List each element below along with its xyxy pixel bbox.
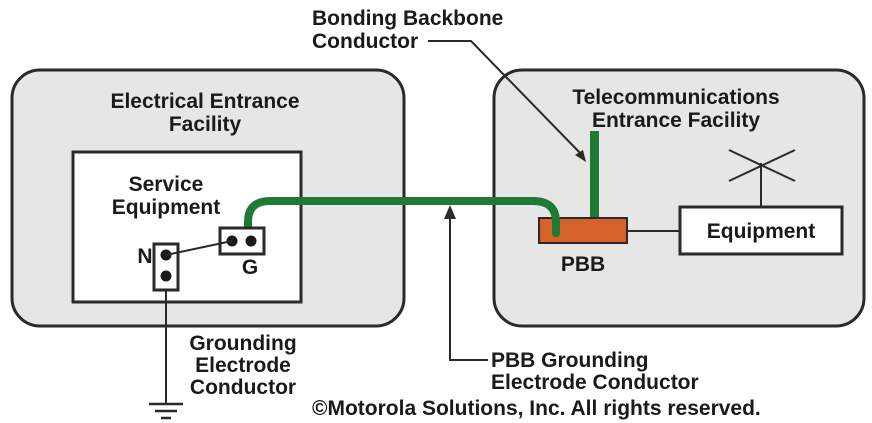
- bonding-backbone-label-line1: Bonding Backbone: [312, 7, 503, 30]
- bonding-backbone-label-line2: Conductor: [312, 30, 418, 53]
- electrical-facility-title-line2: Facility: [169, 113, 242, 136]
- pbb-grounding-label-line2: Electrode Conductor: [491, 371, 699, 394]
- pbb-label: PBB: [561, 253, 605, 276]
- service-equipment-title-line1: Service: [129, 173, 204, 196]
- pbb-grounding-label-line1: PBB Grounding: [491, 349, 648, 372]
- ground-terminal-label: G: [242, 256, 258, 279]
- pbb-grounding-electrode-conductor: [244, 197, 560, 246]
- neutral-terminal-bottom-screw: [160, 270, 172, 282]
- equipment-box: [678, 205, 844, 256]
- bonding-backbone-leader: [428, 40, 586, 162]
- pbb-grounding-leader: [444, 205, 488, 361]
- copyright-notice: ©Motorola Solutions, Inc. All rights res…: [312, 397, 761, 420]
- telecom-facility-title-line2: Entrance Facility: [592, 109, 760, 132]
- neutral-terminal-label: N: [137, 245, 152, 268]
- grounding-electrode-label-line3: Conductor: [190, 376, 296, 399]
- bonding-backbone-bar: [590, 131, 599, 220]
- equipment-label: Equipment: [707, 220, 816, 243]
- ground-terminal-right-screw: [245, 235, 257, 247]
- antenna-icon: [728, 149, 796, 207]
- electrical-facility-title-line1: Electrical Entrance: [110, 90, 299, 113]
- bonding-jumper-wire: [165, 240, 233, 256]
- grounding-electrode-label-line2: Electrode: [195, 354, 291, 377]
- ground-symbol-icon: [149, 402, 183, 420]
- grounding-electrode-label-line1: Grounding: [189, 332, 296, 355]
- service-equipment-title-line2: Equipment: [112, 196, 221, 219]
- telecom-facility-title-line1: Telecommunications: [572, 86, 779, 109]
